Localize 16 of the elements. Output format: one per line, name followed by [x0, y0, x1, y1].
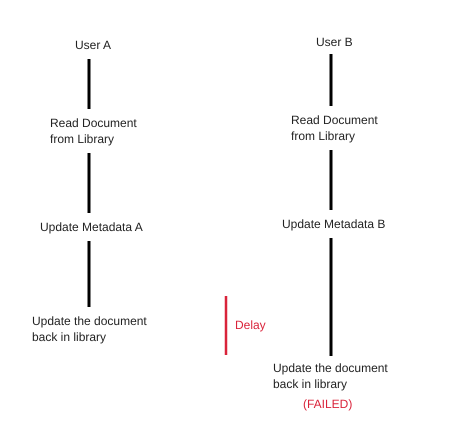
step-text: User A: [75, 37, 112, 53]
connector-line: [330, 150, 332, 210]
connector-line: [330, 238, 332, 356]
connector-line: [330, 54, 332, 106]
connector-line: [88, 59, 90, 109]
step-text: User B: [316, 34, 354, 50]
step-text: Update Metadata B: [282, 216, 386, 232]
connector-line: [88, 241, 90, 307]
step-text: Update the document back in library: [32, 313, 148, 345]
step-text: Update the document back in library: [273, 360, 389, 392]
status-text: (FAILED): [302, 396, 354, 412]
step-text: Read Document from Library: [291, 112, 379, 144]
step-text: Read Document from Library: [50, 115, 138, 147]
delay-label: Delay: [235, 318, 266, 332]
connector-line: [88, 153, 90, 213]
step-text: Update Metadata A: [40, 219, 144, 235]
